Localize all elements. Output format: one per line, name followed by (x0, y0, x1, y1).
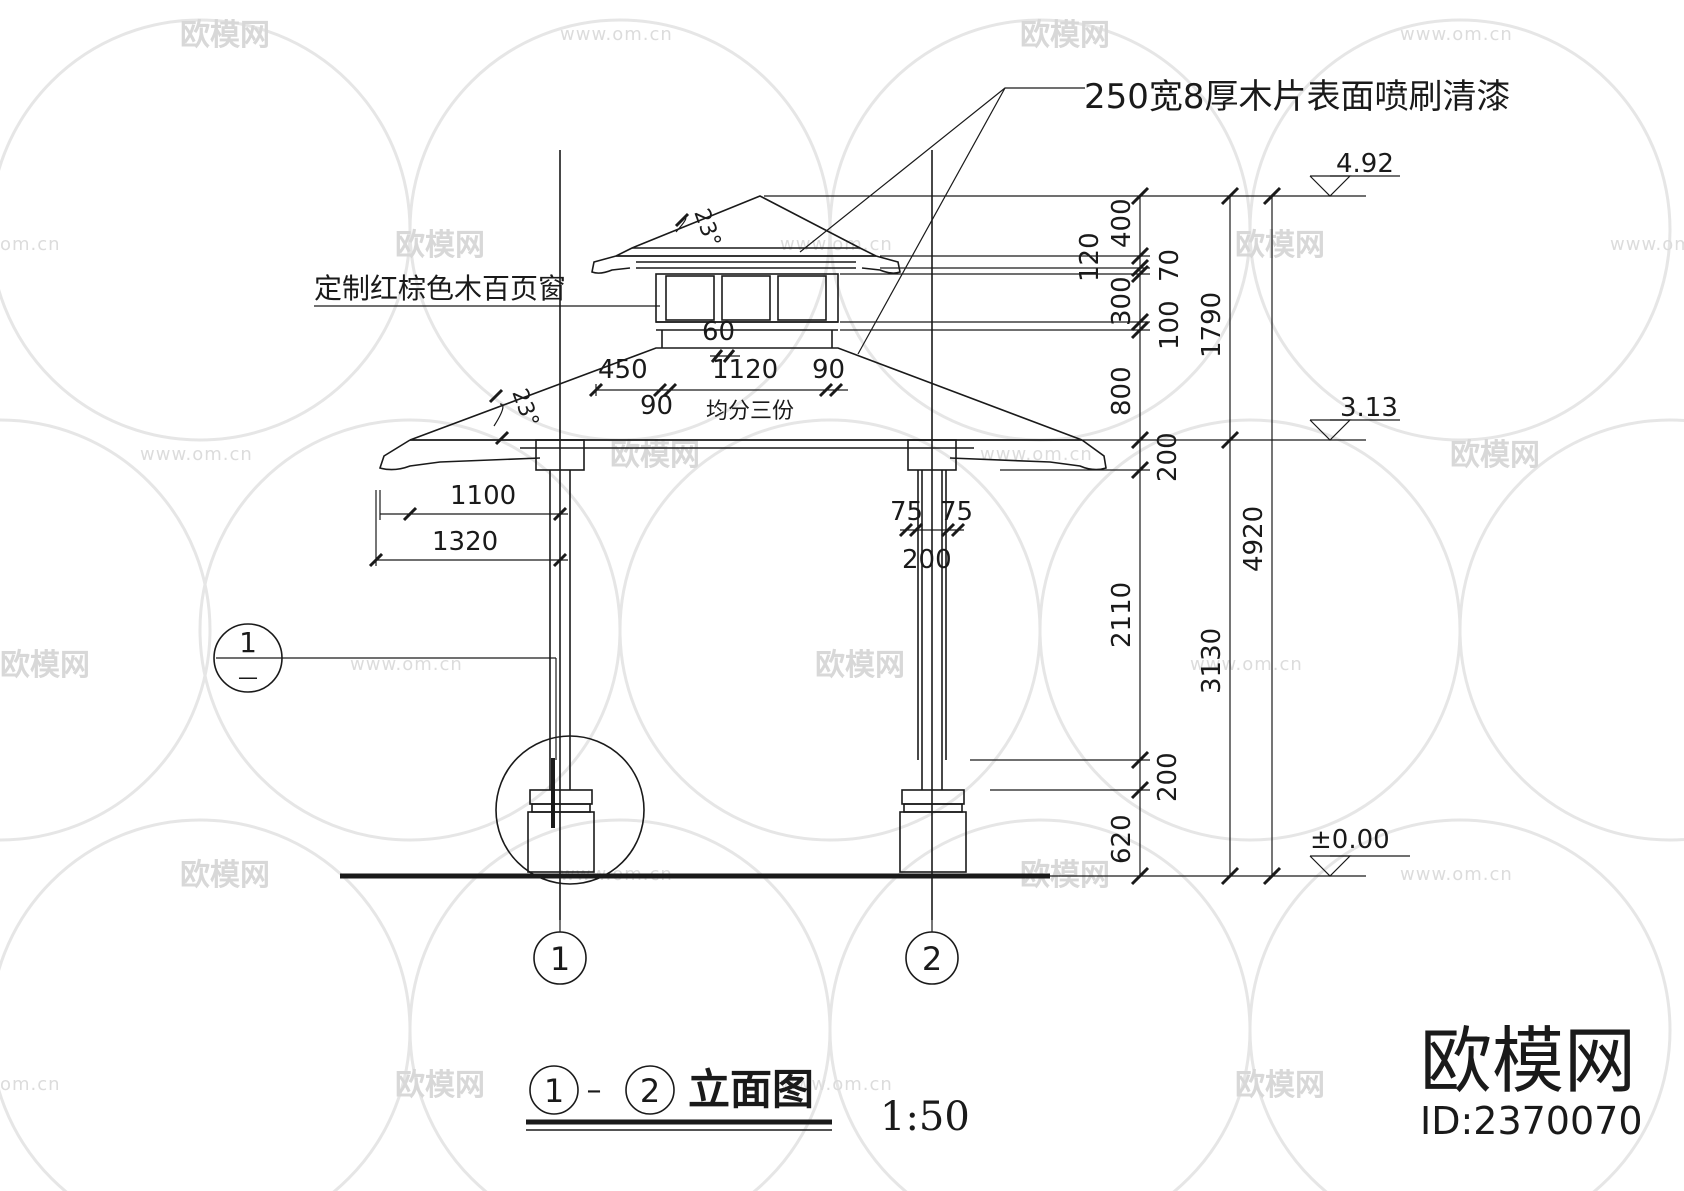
watermark-url: www.om.cn (1190, 654, 1303, 675)
watermark-logo: 欧模网 (610, 438, 700, 473)
watermark-url: www.om.cn (1610, 234, 1684, 255)
title-axis-dash: – (587, 1073, 602, 1108)
dimension-lines (282, 87, 1410, 886)
leader-wood-slat (799, 87, 1085, 253)
dim-2110: 2110 (1107, 582, 1137, 648)
watermark-url: www.om.cn (560, 24, 673, 45)
note-wood-slat: 250宽8厚木片表面喷刷清漆 (1084, 77, 1511, 117)
brand-name: 欧模网 (1420, 1019, 1636, 1103)
watermark-logo: 欧模网 (180, 18, 270, 53)
watermark-url: om.cn (0, 234, 61, 255)
title-axis-to: 2 (640, 1072, 660, 1110)
dim-90-right: 90 (812, 355, 845, 385)
detail-callout-circle (495, 735, 645, 885)
pavilion-structure (340, 150, 1107, 920)
note-equal-split: 均分三份 (706, 399, 794, 424)
dim-300: 300 (1107, 276, 1137, 326)
dim-120: 120 (1075, 232, 1105, 282)
dim-200-top: 200 (1153, 432, 1183, 482)
dim-75-right: 75 (940, 497, 973, 527)
watermark-logo: 欧模网 (1020, 18, 1110, 53)
detail-callout-bubble: 1 — (213, 623, 283, 693)
main-eave-left (378, 439, 541, 471)
annotation-texts: 250宽8厚木片表面喷刷清漆 定制红棕色木百页窗 均分三份 23° 23° 4.… (314, 77, 1511, 855)
dim-800: 800 (1107, 366, 1137, 416)
title-scale: 1:50 (880, 1094, 970, 1140)
axis-bubble-1-label: 1 (550, 940, 570, 978)
dim-70: 70 (1155, 249, 1185, 282)
watermark-url: www.om.cn (780, 234, 893, 255)
watermark-logo: 欧模网 (180, 858, 270, 893)
level-4.92: 4.92 (1336, 149, 1394, 179)
dim-75-left: 75 (890, 497, 923, 527)
dim-3130: 3130 (1197, 628, 1227, 694)
watermark-logo: 欧模网 (1450, 438, 1540, 473)
dim-100: 100 (1155, 300, 1185, 350)
detail-callout-top: 1 (239, 626, 257, 659)
level-0.00: ±0.00 (1310, 825, 1390, 855)
dim-90-left: 90 (640, 391, 673, 421)
dim-400: 400 (1107, 198, 1137, 248)
level-3.13: 3.13 (1340, 393, 1398, 423)
watermark-url: om.cn (0, 1074, 61, 1095)
title-text: 立面图 (688, 1065, 814, 1114)
upper-eave-right (861, 255, 901, 274)
column-base-2 (901, 789, 965, 805)
dim-1320: 1320 (432, 527, 498, 557)
drawing-title: 1 – 2 立面图 1:50 (526, 1065, 970, 1140)
dim-620: 620 (1107, 814, 1137, 864)
watermark-logo: 欧模网 (395, 1068, 485, 1103)
brand-watermark: 欧模网 ID:2370070 (1420, 1019, 1643, 1143)
dim-200-bottom: 200 (1153, 752, 1183, 802)
watermark-logo: 欧模网 (395, 228, 485, 263)
dim-1790: 1790 (1197, 292, 1227, 358)
watermark-logo: 欧模网 (815, 648, 905, 683)
dim-1120: 1120 (712, 355, 778, 385)
watermark-logos: 欧模网 欧模网 欧模网 欧模网 欧模网 欧模网 欧模网 欧模网 欧模网 欧模网 … (0, 18, 1684, 1103)
dim-4920: 4920 (1239, 506, 1269, 572)
dim-60: 60 (702, 317, 735, 347)
watermark-url: www.om.cn (1400, 24, 1513, 45)
watermark-url: www.om.cn (350, 654, 463, 675)
dimension-texts: 400 120 70 300 100 800 200 2110 200 620 … (432, 198, 1269, 864)
watermark-logo: 欧模网 (1235, 1068, 1325, 1103)
watermark-logo: 欧模网 (0, 648, 90, 683)
watermark-url: www.om.cn (1400, 864, 1513, 885)
dim-1100: 1100 (450, 481, 516, 511)
level-marker-4.92 (1309, 175, 1352, 197)
dim-200-column: 200 (902, 545, 952, 575)
axis-bubbles: 1 2 (533, 920, 959, 985)
detail-callout-bottom: — (238, 665, 258, 689)
note-louver-window: 定制红棕色木百页窗 (314, 272, 566, 305)
axis-bubble-2-label: 2 (922, 940, 942, 978)
watermark-url: www.om.cn (140, 444, 253, 465)
upper-eave-left (591, 255, 631, 274)
title-axis-from: 1 (544, 1072, 564, 1110)
dim-450: 450 (598, 355, 648, 385)
brand-id: ID:2370070 (1420, 1099, 1643, 1143)
watermark-circle-pattern (0, 18, 1684, 1191)
watermark-url: www.om.cn (780, 1074, 893, 1095)
watermark-logo: 欧模网 (1235, 228, 1325, 263)
